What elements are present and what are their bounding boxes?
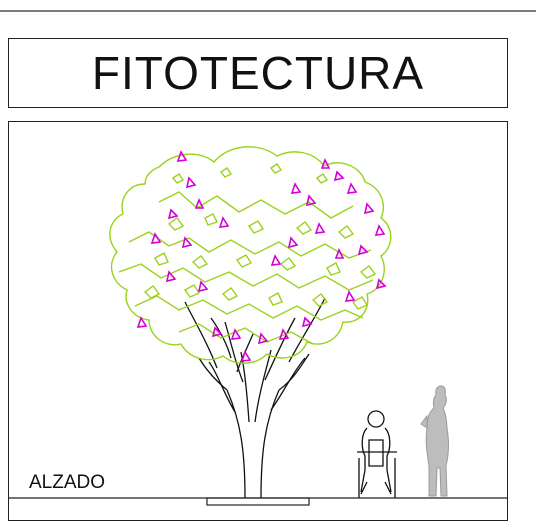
title-box: FITOTECTURA [8, 38, 508, 108]
elevation-drawing [9, 146, 507, 506]
flower-accents [136, 150, 387, 362]
wheelchair-user-figure [357, 410, 397, 498]
page-title: FITOTECTURA [91, 47, 425, 99]
elevation-drawing-frame: ALZADO [8, 121, 508, 521]
top-divider [0, 10, 536, 12]
tree-canopy [109, 146, 392, 364]
tree-trunk [184, 297, 326, 499]
standing-person-figure [420, 385, 449, 497]
elevation-label: ALZADO [29, 472, 106, 493]
tree-pit [206, 497, 310, 506]
